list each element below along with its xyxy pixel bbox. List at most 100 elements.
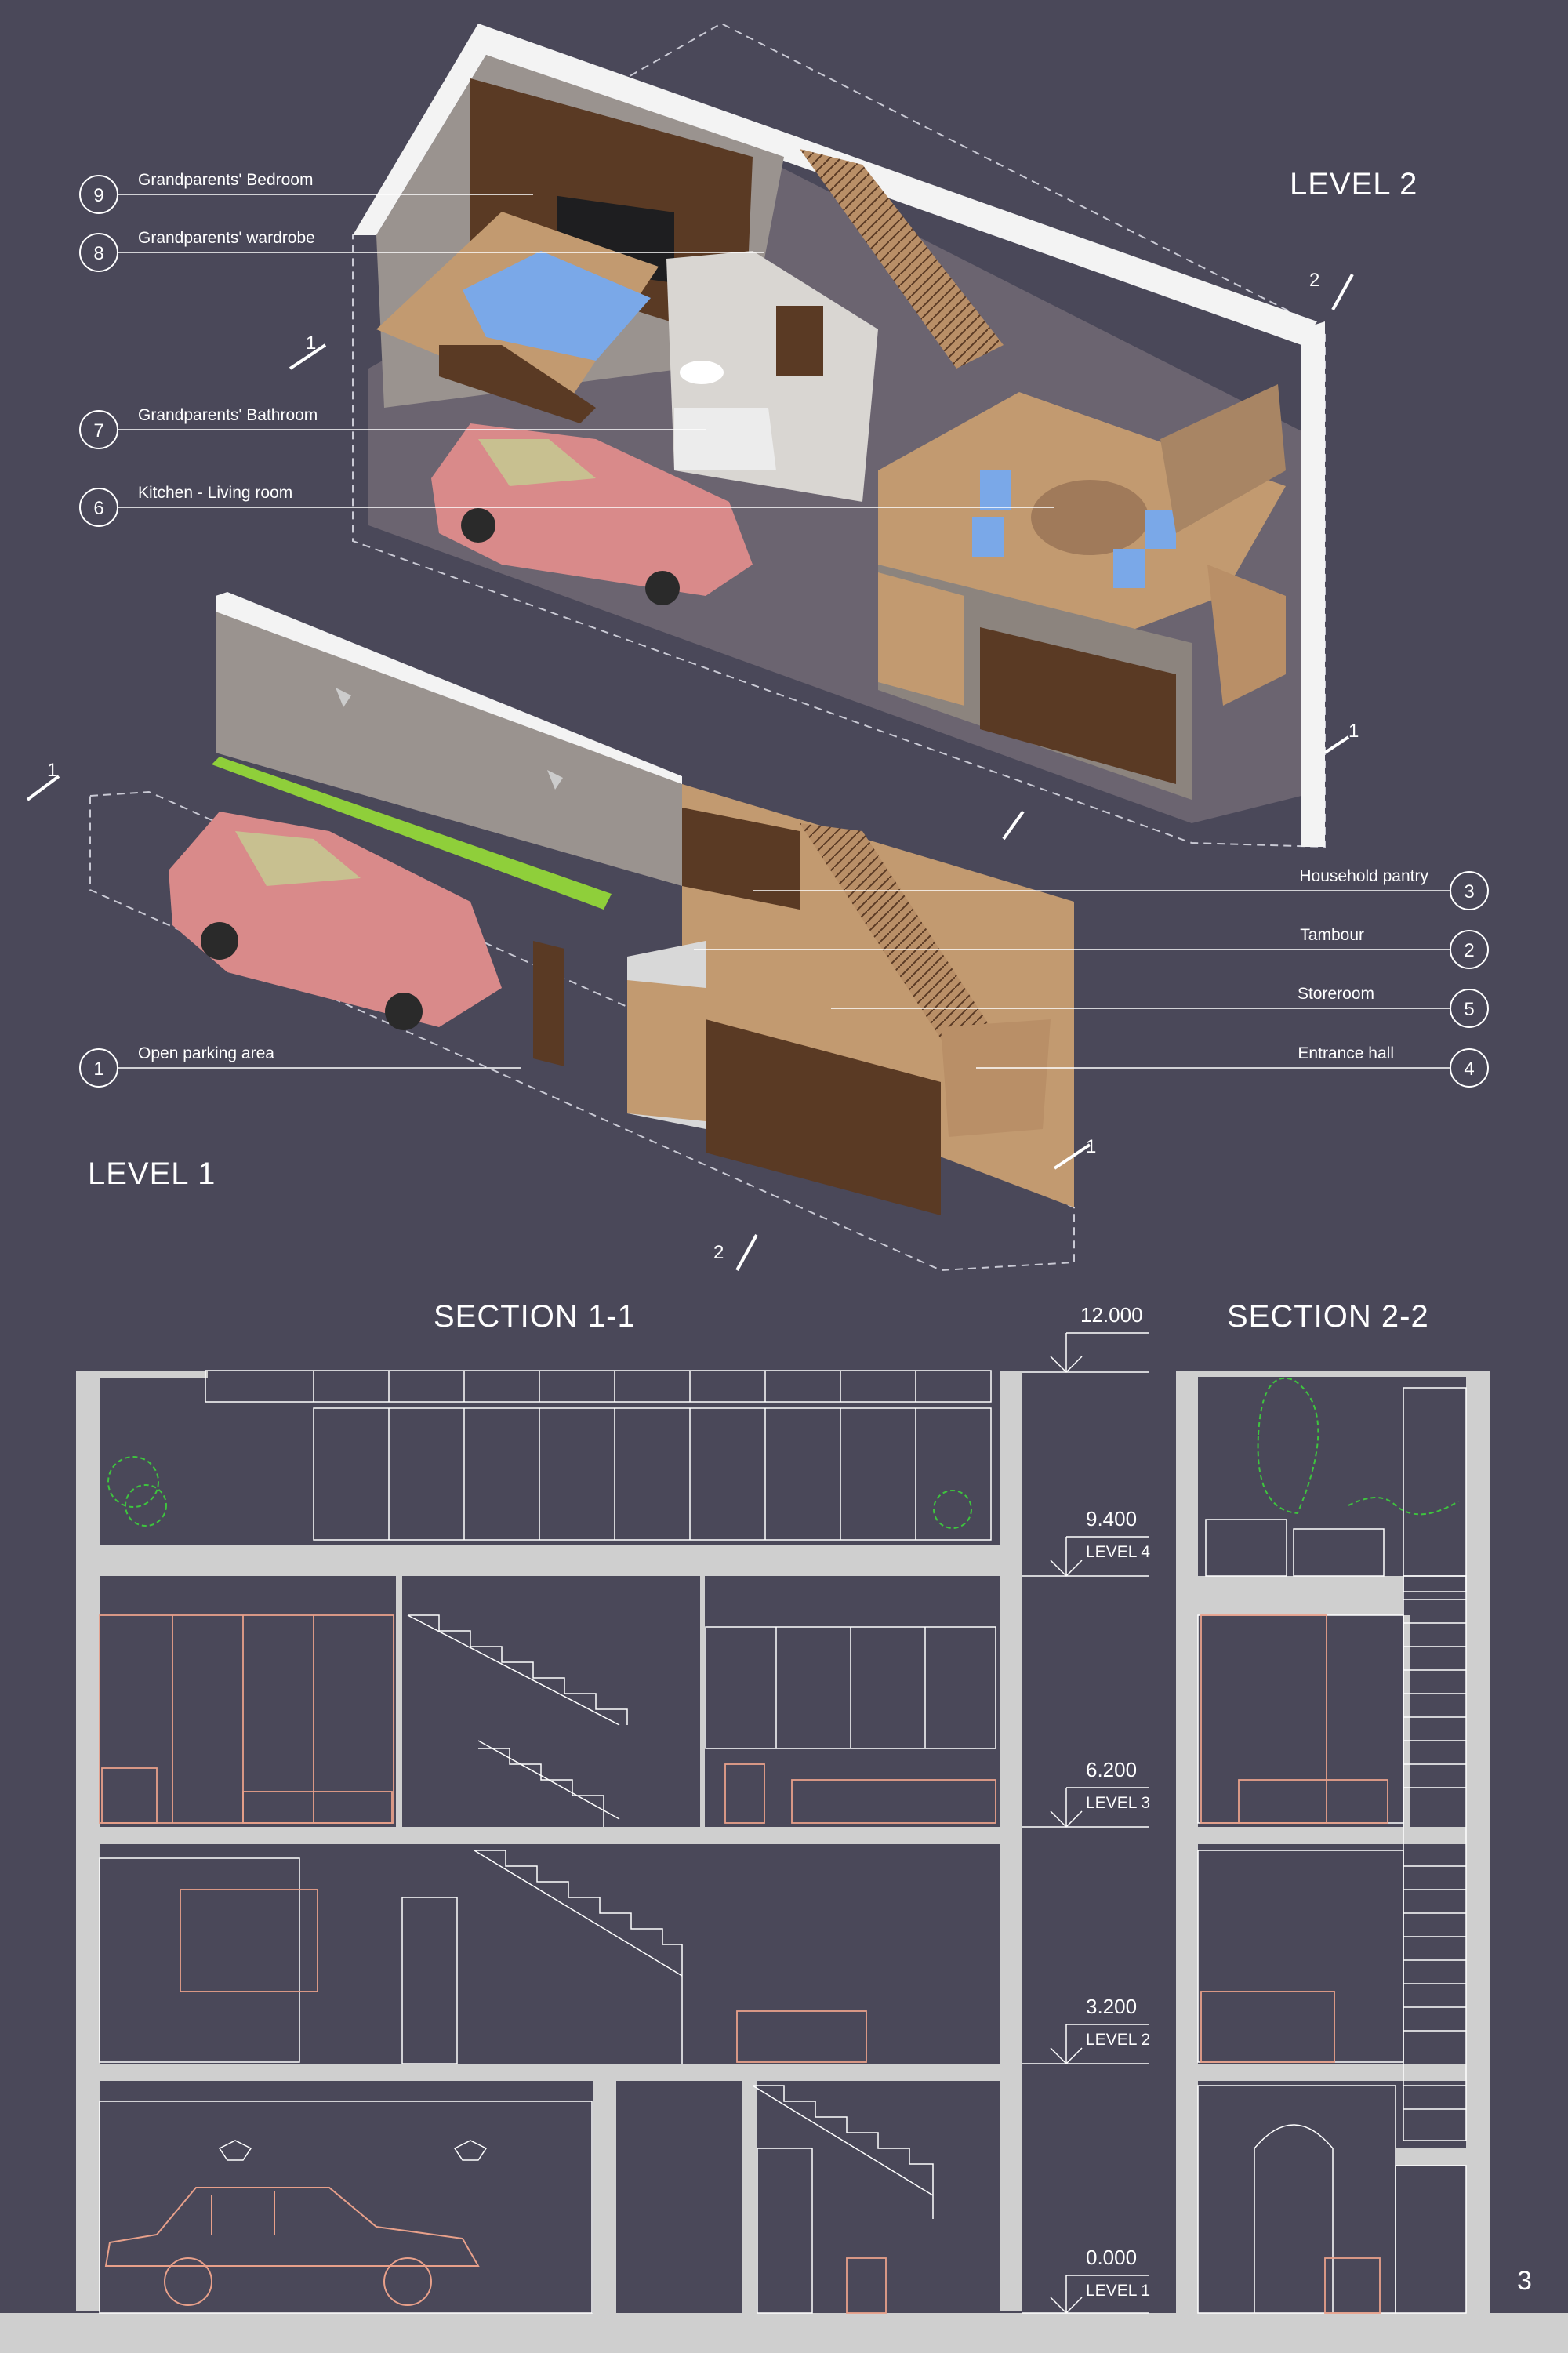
elevation-value: 0.000	[1086, 2246, 1137, 2269]
callout-1: 1 Open parking area	[79, 1044, 521, 1088]
dining-table	[1031, 480, 1149, 555]
section-2-2-title: SECTION 2-2	[1227, 1299, 1429, 1334]
level2-stair-treads	[800, 149, 1004, 369]
grass-strip	[212, 757, 612, 910]
car-level1	[169, 812, 502, 1027]
bed-frame	[439, 345, 596, 423]
callout-5: 5 Storeroom	[831, 985, 1489, 1028]
level1-stair-treads	[800, 823, 996, 1051]
level2-isometric-model	[289, 22, 1354, 848]
level-divider-tick	[1002, 810, 1025, 841]
car-level1-window	[235, 831, 361, 886]
elevation-marker-9400: 9.400 LEVEL 4	[1022, 1507, 1150, 1578]
page-number: 3	[1517, 2266, 1532, 2296]
level1-shutter	[627, 980, 706, 1121]
level2-lower-shutter	[878, 572, 964, 706]
callout-number: 2	[1464, 940, 1474, 961]
wall-lamp	[336, 688, 351, 707]
callout-label: Kitchen - Living room	[138, 484, 292, 502]
callout-7: 7 Grandparents' Bathroom	[79, 406, 706, 449]
callout-number: 6	[93, 498, 103, 519]
section-mark-line	[289, 343, 327, 370]
callout-number: 4	[1464, 1058, 1474, 1080]
level1-cabinet	[706, 1019, 941, 1215]
elevation-level: LEVEL 4	[1086, 1543, 1150, 1561]
section-mark-1: 1	[47, 760, 57, 781]
callout-label: Tambour	[1300, 926, 1364, 944]
section-mark-line	[26, 775, 60, 801]
bathroom-door	[776, 306, 823, 376]
callout-number: 7	[93, 420, 103, 441]
section-mark-2: 2	[713, 1242, 724, 1263]
callout-label: Grandparents' Bedroom	[138, 171, 313, 189]
elevation-marker-6200: 6.200 LEVEL 3	[1022, 1758, 1150, 1828]
section-1-1-trees	[107, 1456, 972, 1529]
callout-number: 8	[93, 243, 103, 264]
car-level2-window	[478, 439, 596, 486]
elevation-marker-12000: 12.000	[1022, 1303, 1149, 1374]
pantry-wall	[682, 808, 800, 910]
callout-number: 1	[93, 1058, 103, 1080]
section-1-1-furniture	[99, 1614, 996, 2314]
section-2-2-structure	[1176, 1371, 1490, 2313]
sink	[680, 361, 724, 384]
section-2-2-tree	[1257, 1377, 1459, 1516]
section-mark-line	[1053, 1143, 1091, 1170]
exterior-stair	[1207, 565, 1286, 706]
level2-lower-cabinet	[980, 627, 1176, 784]
elevation-value: 6.200	[1086, 1758, 1137, 1781]
elevation-level: LEVEL 2	[1086, 2031, 1150, 2049]
section-1-1-title: SECTION 1-1	[434, 1299, 636, 1334]
callout-label: Grandparents' wardrobe	[138, 229, 315, 247]
car-elevation-drawing	[104, 2187, 480, 2306]
chair	[1113, 549, 1145, 588]
level2-title: LEVEL 2	[1290, 167, 1417, 202]
section-mark-line	[735, 1234, 758, 1271]
chair	[980, 470, 1011, 510]
callout-number: 5	[1464, 999, 1474, 1020]
section-mark-1: 1	[1086, 1136, 1096, 1157]
elevation-marker-0000: 0.000 LEVEL 1	[1022, 2246, 1150, 2315]
chair	[1145, 510, 1176, 549]
section-mark-line	[1323, 735, 1350, 754]
section-2-2-furniture	[1200, 1614, 1388, 2314]
level2-right-wall	[1301, 321, 1325, 847]
car-wheel	[645, 571, 680, 605]
level1-isometric-model	[26, 592, 1091, 1272]
elevation-value: 9.400	[1086, 1507, 1137, 1531]
level2-back-wall-top	[353, 24, 1317, 345]
car-wheel	[385, 993, 423, 1030]
entrance-stair	[941, 1019, 1051, 1137]
callout-2: 2 Tambour	[694, 926, 1489, 969]
section-mark-1: 1	[306, 332, 316, 354]
elevation-marker-3200: 3.200 LEVEL 2	[1022, 1995, 1150, 2065]
bathtub	[674, 408, 776, 470]
level1-title: LEVEL 1	[88, 1157, 216, 1191]
callout-9: 9 Grandparents' Bedroom	[79, 171, 533, 214]
level1-door	[533, 941, 564, 1066]
callout-6: 6 Kitchen - Living room	[79, 484, 1054, 527]
callout-label: Open parking area	[138, 1044, 274, 1062]
section-1-1-structure	[0, 1371, 1568, 2353]
bed	[463, 251, 651, 361]
callout-3: 3 Household pantry	[753, 867, 1489, 910]
car-wheel	[201, 922, 238, 960]
level1-outline	[89, 790, 1075, 1272]
callout-label: Storeroom	[1298, 985, 1374, 1003]
section-mark-line	[1331, 274, 1354, 310]
callout-label: Household pantry	[1299, 867, 1428, 885]
kitchen-cabinets	[1160, 384, 1286, 533]
wall-lamp	[547, 770, 563, 790]
level1-back-wall	[216, 612, 682, 886]
callout-label: Entrance hall	[1298, 1044, 1394, 1062]
callout-number: 9	[93, 185, 103, 206]
car-wheel	[461, 508, 495, 543]
callout-label: Grandparents' Bathroom	[138, 406, 318, 424]
chair	[972, 517, 1004, 557]
elevation-level: LEVEL 1	[1086, 2282, 1150, 2300]
callout-8: 8 Grandparents' wardrobe	[79, 229, 764, 272]
section-2-2-drawing	[1176, 1371, 1490, 2314]
elevation-value: 3.200	[1086, 1995, 1137, 2018]
section-1-1-drawing	[0, 1370, 1568, 2353]
